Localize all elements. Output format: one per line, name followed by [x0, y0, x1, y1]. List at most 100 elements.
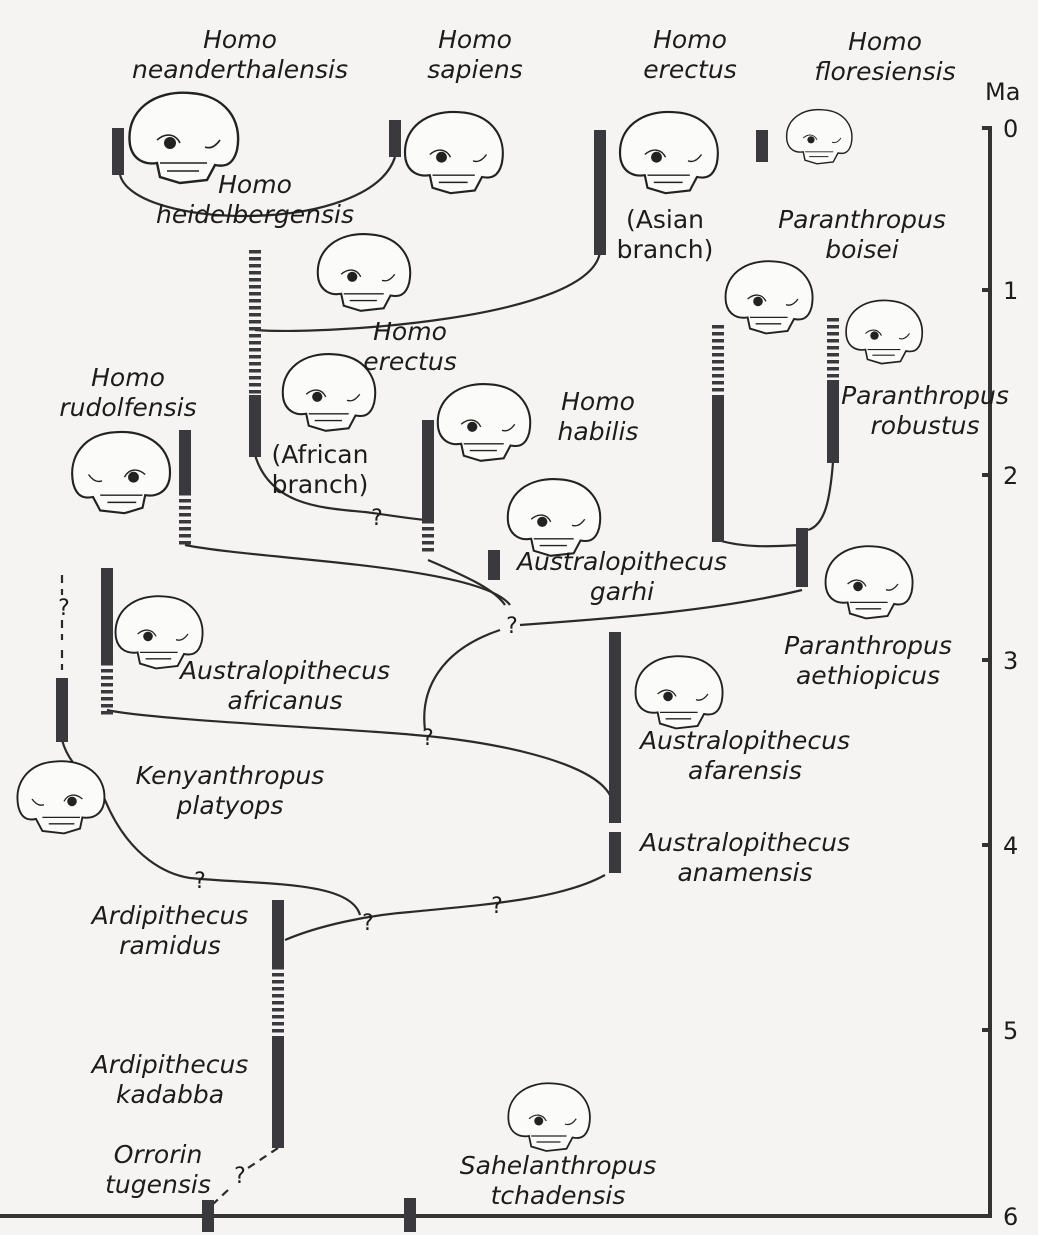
range-bar-dashed-segment [272, 1015, 284, 1019]
skull-icon [71, 430, 172, 515]
taxon-label-sahelanthropus: tchadensis [491, 1181, 626, 1210]
taxon-label-boisei: Paranthropus [778, 205, 946, 234]
taxon-label-erectus-mid: erectus [363, 347, 456, 376]
range-bar [796, 528, 808, 587]
skull-icon [786, 109, 853, 165]
taxon-label-orrorin: Orrorin [114, 1140, 203, 1169]
range-bar [404, 1198, 416, 1232]
range-bar-dashed-segment [179, 520, 191, 524]
taxon-label-rudolfensis: Homo [91, 363, 165, 392]
taxon-label-sapiens: sapiens [427, 55, 522, 84]
taxon-label-neanderthalensis: Homo [203, 25, 277, 54]
taxon-label-habilis: habilis [558, 417, 639, 446]
range-bar-dashed-segment [249, 334, 261, 338]
range-bar-dashed-segment [249, 292, 261, 296]
question-mark: ? [194, 869, 206, 894]
range-bar-dashed-segment [712, 353, 724, 357]
range-bar [112, 128, 124, 175]
axis-tick-label: 6 [1003, 1203, 1018, 1231]
skull-icon [618, 110, 719, 195]
range-bar [488, 550, 500, 580]
range-bar-dashed-segment [249, 299, 261, 303]
range-bar-dashed-segment [827, 325, 839, 329]
axis-tick-label: 1 [1003, 277, 1018, 305]
question-mark: ? [234, 1164, 246, 1189]
range-bar-dashed-segment [827, 360, 839, 364]
range-bar [594, 130, 606, 255]
range-bar-dashed-segment [101, 676, 113, 680]
taxon-label-heidelbergensis: Homo [218, 170, 292, 199]
range-bar-dashed-segment [272, 980, 284, 984]
range-bar [272, 900, 284, 966]
range-bars [56, 120, 839, 1232]
range-bar-dashed-segment [249, 390, 261, 394]
skull-icon [845, 299, 924, 365]
range-bar-dashed-segment [272, 994, 284, 998]
taxon-label-afarensis: Australopithecus [638, 726, 850, 755]
range-bar-dashed-segment [249, 369, 261, 373]
range-bar-dashed-segment [827, 318, 839, 322]
range-bar-dashed-segment [101, 704, 113, 708]
skull-icon [16, 760, 106, 835]
axis-tick-label: 5 [1003, 1017, 1018, 1045]
taxon-label-garhi: garhi [590, 577, 654, 606]
skull-icon [724, 260, 814, 335]
range-bar [101, 568, 113, 662]
taxon-label-african-branch: (African [272, 440, 369, 469]
range-bar [272, 1036, 284, 1148]
range-bar-dashed-segment [101, 697, 113, 701]
range-bar-dashed-segment [179, 492, 191, 496]
branch-curves [60, 156, 835, 1206]
range-bar-dashed-segment [179, 506, 191, 510]
taxon-label-platyops: Kenyanthropus [136, 761, 325, 790]
range-bar-dashed-segment [422, 541, 434, 545]
range-bar [712, 395, 724, 542]
range-bar-dashed-segment [712, 346, 724, 350]
range-bar [249, 395, 261, 457]
range-bar [202, 1200, 214, 1232]
question-mark: ? [371, 506, 383, 531]
taxon-label-neanderthalensis: neanderthalensis [132, 55, 348, 84]
range-bar [422, 420, 434, 520]
taxon-label-anamensis: Australopithecus [638, 828, 850, 857]
taxon-label-erectus-top: Homo [653, 25, 727, 54]
range-bar-dashed-segment [101, 662, 113, 666]
taxon-label-aethiopicus: aethiopicus [796, 661, 940, 690]
question-mark: ? [422, 726, 434, 751]
taxon-labels: HomoneanderthalensisHomosapiensHomoerect… [59, 25, 1009, 1210]
range-bar-dashed-segment [179, 513, 191, 517]
range-bar-dashed-segment [712, 381, 724, 385]
skull-icon [436, 383, 532, 462]
range-bar-dashed-segment [101, 711, 113, 715]
range-bar [827, 380, 839, 463]
taxon-label-sahelanthropus: Sahelanthropus [460, 1151, 656, 1180]
range-bar-dashed-segment [827, 367, 839, 371]
axis-tick-label: 4 [1003, 832, 1018, 860]
skull-icon [507, 1082, 591, 1152]
range-bar-dashed-segment [712, 332, 724, 336]
range-bar-dashed-segment [249, 355, 261, 359]
taxon-label-robustus: robustus [871, 411, 980, 440]
range-bar-dashed-segment [712, 325, 724, 329]
range-bar-dashed-segment [249, 306, 261, 310]
range-bar-dashed-segment [422, 527, 434, 531]
skull-icon [634, 655, 724, 730]
range-bar-dashed-segment [101, 669, 113, 673]
axis-tick-label: 3 [1003, 647, 1018, 675]
range-bar-dashed-segment [712, 360, 724, 364]
taxon-label-african-branch: branch) [272, 470, 369, 499]
taxon-label-sapiens: Homo [438, 25, 512, 54]
range-bar-dashed-segment [179, 541, 191, 545]
range-bar-dashed-segment [179, 499, 191, 503]
taxon-label-asian-branch: branch) [617, 235, 714, 264]
range-bar-dashed-segment [272, 973, 284, 977]
taxon-label-ramidus: Ardipithecus [90, 901, 249, 930]
range-bar-dashed-segment [272, 1022, 284, 1026]
range-bar [756, 130, 768, 162]
range-bar-dashed-segment [179, 527, 191, 531]
range-bar [609, 632, 621, 823]
range-bar-dashed-segment [249, 285, 261, 289]
taxon-label-heidelbergensis: heidelbergensis [156, 200, 354, 229]
